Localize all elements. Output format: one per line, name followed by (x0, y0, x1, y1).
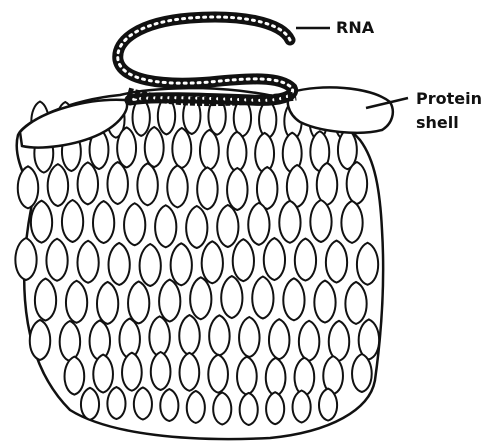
capsomere-scale (81, 388, 99, 420)
capsomere-scale (128, 281, 149, 323)
capsomere-scale (266, 392, 284, 424)
capsomere-scale (269, 319, 289, 359)
capsomere-scale (60, 321, 80, 361)
capsomere-scale (31, 201, 52, 243)
capsomere-scale (48, 164, 68, 206)
capsomere-scale (93, 201, 114, 243)
capsomere-scale (209, 315, 229, 355)
capsomere-scale (119, 319, 139, 359)
capsomere-scale (90, 320, 110, 360)
capsomere-scale (186, 206, 207, 248)
capsomere-scale (77, 241, 98, 283)
capsomere-scale (160, 389, 178, 421)
capsomere-scale (217, 205, 238, 247)
capsomere-scale (299, 321, 319, 361)
capsomere-scale (326, 241, 347, 283)
capsomere-scale (145, 127, 164, 167)
capsomere-scale (179, 315, 199, 355)
capsomere-scale (171, 243, 192, 285)
capsomere-scale (151, 352, 171, 390)
capsomere-scale (239, 317, 259, 357)
capsomere-scale (190, 277, 211, 319)
capsomere-scale (202, 241, 223, 283)
capsomere-scale (187, 391, 205, 423)
capsomere-scale (248, 203, 269, 245)
capsomere-scale (93, 355, 113, 393)
capsomere-scale (279, 201, 300, 243)
capsomere-scale (352, 354, 372, 392)
capsomere-scale (149, 316, 169, 356)
capsomere-scale (124, 203, 145, 245)
capsomere-scale (134, 387, 152, 419)
capsomere-scale (295, 239, 316, 281)
capsomere-scale (310, 200, 331, 242)
capsomere-scale (221, 276, 242, 318)
capsomere-scale (180, 353, 200, 391)
capsomere-scale (213, 393, 231, 425)
capsomere-scale (97, 282, 118, 324)
protein-shell (15, 87, 392, 439)
capsomere-scale (200, 130, 219, 170)
capsomere-scale (233, 239, 254, 281)
label-protein-line1: Protein (416, 89, 482, 108)
capsomere-scale (293, 391, 311, 423)
capsomere-scale (62, 200, 83, 242)
label-rna: RNA (336, 18, 375, 37)
capsomere-scale (107, 162, 127, 204)
capsomere-scale (347, 162, 367, 204)
capsomere-scale (30, 320, 50, 360)
capsomere-scale (140, 244, 161, 286)
capsomere-scale (329, 321, 349, 361)
capsomere-scale (172, 128, 191, 168)
capsomere-scale (283, 278, 304, 320)
capsomere-scale (319, 389, 337, 421)
capsomere-scale (122, 353, 142, 391)
capsomere-scale (35, 279, 56, 321)
capsomere-scale (15, 238, 36, 280)
capsomere-scale (66, 281, 87, 323)
capsomere-scale (295, 358, 315, 396)
capsomere-scale (237, 357, 257, 395)
capsomere-scale (159, 280, 180, 322)
capsomere-scale (314, 281, 335, 323)
capsomere-scale (357, 243, 378, 285)
capsomere-scale (228, 132, 247, 172)
capsomere-scale (208, 355, 228, 393)
capsomere-scale (240, 393, 258, 425)
capsomere-scale (167, 165, 187, 207)
capsomere-scale (255, 133, 274, 173)
capsomere-scale (266, 358, 286, 396)
capsomere-scale (18, 166, 38, 208)
capsomere-scale (109, 243, 130, 285)
capsomere-scale (227, 168, 247, 210)
capsomere-scale (197, 167, 217, 209)
capsomere-scale (317, 163, 337, 205)
capsomere-scale (107, 387, 125, 419)
capsomere-scale (345, 282, 366, 324)
label-protein-line2: shell (416, 113, 459, 132)
capsomere-scale (264, 238, 285, 280)
capsomere-scale (137, 163, 157, 205)
capsomere-scale (46, 239, 67, 281)
capsomere-scale (78, 162, 98, 204)
capsomere-scale (117, 127, 136, 167)
capsomere-scale (65, 357, 85, 395)
capsomere-scale (341, 201, 362, 243)
capsomere-scale (252, 276, 273, 318)
capsomere-scale (155, 205, 176, 247)
